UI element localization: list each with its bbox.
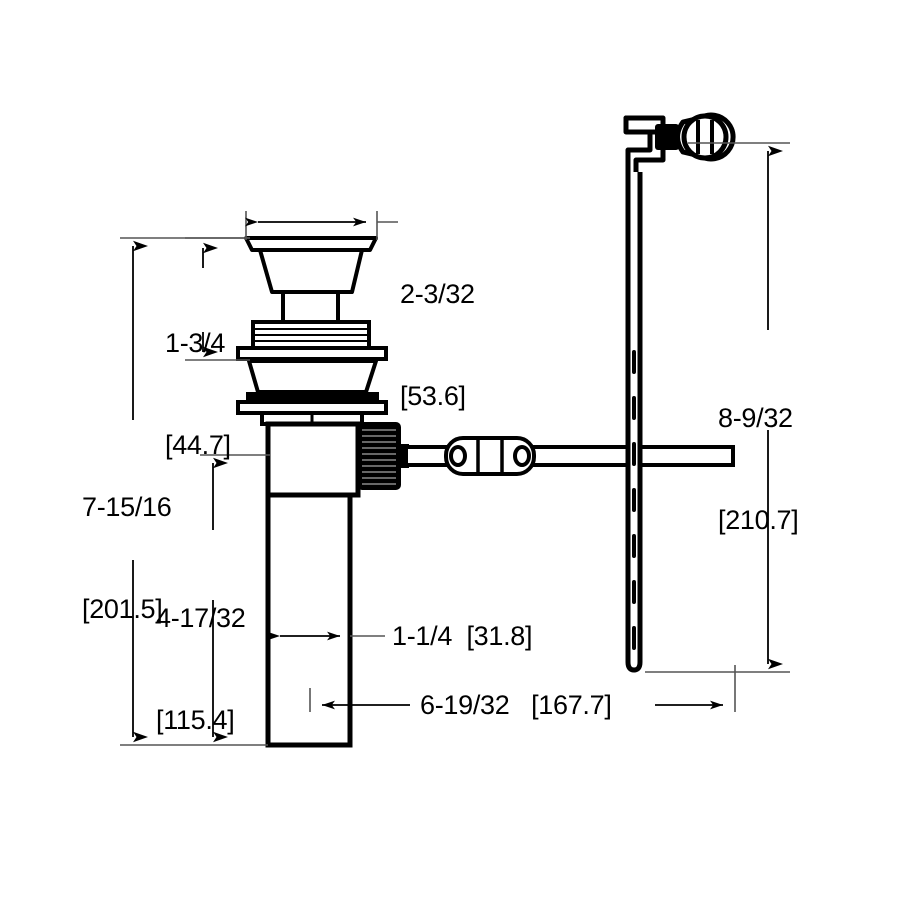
pivot-rod-length-label: 6-19/32 [167.7] <box>420 690 612 720</box>
dim-strap-height <box>645 142 790 673</box>
tailpiece <box>265 492 353 748</box>
flange-diameter-metric: [53.6] <box>400 381 466 411</box>
tailpiece-length-metric: [115.4] <box>156 705 235 735</box>
stopper-height-label: 1-3/4 [44.7] <box>165 258 231 530</box>
drain-body <box>265 421 361 498</box>
tailpiece-length-label: 4-17/32 [115.4] <box>156 533 246 805</box>
tailpiece-diameter-label: 1-1/4 [31.8] <box>392 621 533 651</box>
gasket <box>246 392 379 401</box>
strap-height-imperial: 8-9/32 <box>718 403 793 433</box>
clevis-screw <box>655 124 679 150</box>
overall-height-imperial: 7-15/16 <box>82 492 172 522</box>
flange-diameter-label: 2-3/32 [53.6] <box>400 209 475 481</box>
overall-height-label: 7-15/16 [201.5] <box>82 422 172 694</box>
knurled-pivot-nut <box>357 422 409 490</box>
knurled-thumbscrew <box>675 112 736 162</box>
clevis-strap <box>623 115 679 673</box>
drain-body-flange <box>236 359 388 426</box>
strap-height-metric: [210.7] <box>718 505 799 535</box>
dim-flange-diameter <box>245 211 398 240</box>
overall-height-metric: [201.5] <box>82 594 163 624</box>
strap-height-label: 8-9/32 [210.7] <box>718 333 799 605</box>
stopper-cap <box>244 236 378 252</box>
stopper-height-metric: [44.7] <box>165 430 231 460</box>
threaded-collar <box>251 320 371 350</box>
strap-band <box>625 172 643 673</box>
stopper-body <box>258 248 364 294</box>
dim-pivot-rod-length <box>309 665 736 712</box>
dim-overall-height <box>120 237 268 746</box>
tailpiece-length-imperial: 4-17/32 <box>156 603 246 633</box>
dim-tailpiece-length <box>200 454 270 743</box>
flange-washer <box>236 346 388 361</box>
flange-diameter-imperial: 2-3/32 <box>400 279 475 309</box>
stopper-assembly <box>244 236 378 327</box>
stopper-height-imperial: 1-3/4 <box>165 328 226 358</box>
spring-clip <box>444 436 536 476</box>
